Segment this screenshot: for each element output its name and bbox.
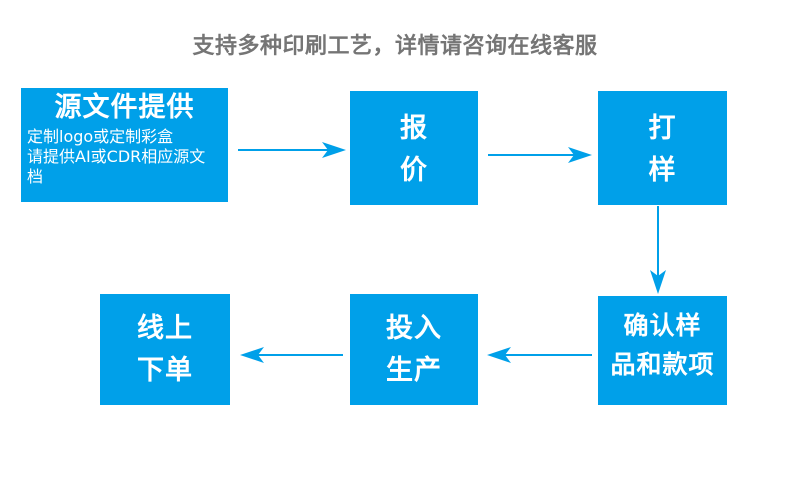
title-line-1: 投入 (386, 313, 442, 344)
flow-node-source-file-subtitle: 定制logo或定制彩盒 请提供AI或CDR相应源文 档 (21, 127, 271, 188)
connector-produce-to-order (240, 343, 343, 367)
title-line-1: 线上 (137, 313, 193, 344)
flow-node-quotation-title: 报 价 (284, 108, 544, 192)
title-line-2: 品和款项 (610, 349, 715, 379)
connector-quote-to-proof (488, 143, 592, 167)
title-line-1: 确认样 (623, 311, 702, 340)
connector-proof-to-confirm (646, 206, 670, 294)
title-line-2: 价 (400, 154, 428, 186)
arrow-right-icon (238, 142, 346, 158)
flow-node-production: 投入 生产 (350, 294, 478, 405)
title-line-1: 打 (648, 113, 677, 144)
subtitle-line-3: 档 (27, 167, 44, 187)
flow-node-proofing-title: 打 样 (533, 108, 790, 192)
flow-node-source-file-content: 源文件提供 定制logo或定制彩盒 请提供AI或CDR相应源文 档 (21, 94, 271, 188)
arrow-right-icon (488, 147, 592, 163)
subtitle-line-1: 定制logo或定制彩盒 (27, 126, 174, 146)
flow-node-online-order: 线上 下单 (100, 294, 230, 405)
flow-node-confirm-sample-payment: 确认样 品和款项 (598, 296, 727, 405)
flow-node-quotation: 报 价 (350, 91, 478, 205)
subtitle-line-2: 请提供AI或CDR相应源文 (27, 147, 206, 166)
flow-node-source-file: 源文件提供 定制logo或定制彩盒 请提供AI或CDR相应源文 档 (21, 88, 228, 202)
flow-node-confirm-sample-payment-title: 确认样 品和款项 (533, 307, 790, 385)
title-line-1: 报 (400, 113, 428, 144)
connector-source-to-quote (238, 138, 346, 162)
page-title: 支持多种印刷工艺，详情请咨询在线客服 (192, 34, 598, 59)
arrow-down-icon (650, 206, 666, 294)
title-line-2: 下单 (137, 354, 193, 386)
title-line-2: 生产 (386, 354, 442, 386)
flow-node-online-order-title: 线上 下单 (35, 308, 295, 392)
flow-node-proofing: 打 样 (598, 91, 727, 205)
arrow-left-icon (240, 347, 343, 363)
arrow-left-icon (487, 347, 592, 363)
title-line-2: 样 (648, 154, 677, 186)
connector-confirm-to-produce (487, 343, 592, 367)
flow-node-production-title: 投入 生产 (284, 308, 544, 392)
flow-node-source-file-title: 源文件提供 (54, 92, 195, 123)
